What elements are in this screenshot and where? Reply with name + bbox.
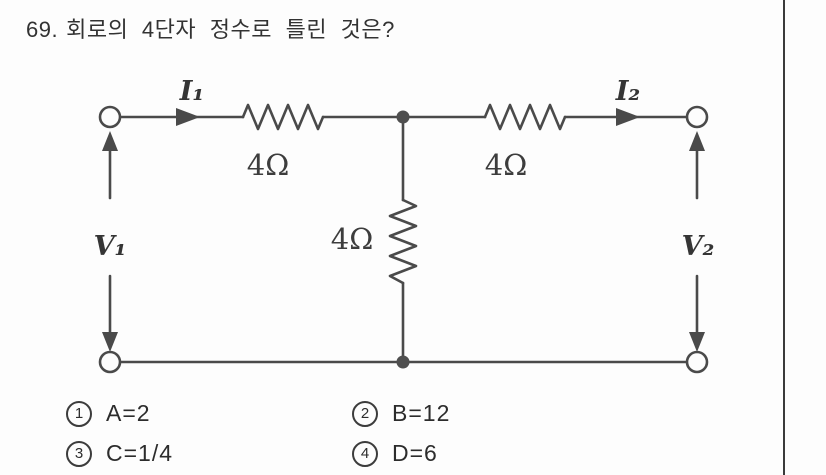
question-number: 69. xyxy=(26,17,59,42)
choice-3-label: C=1/4 xyxy=(106,440,174,466)
choice-2[interactable]: 2 B=12 xyxy=(352,400,450,427)
resistor-series-left xyxy=(241,103,325,131)
choice-1-number: 1 xyxy=(66,400,92,427)
v2-arrowhead-up xyxy=(689,131,705,151)
terminal-bottom-left xyxy=(98,350,122,374)
current-arrow-i1 xyxy=(176,108,200,126)
label-i1: I₁ xyxy=(179,76,204,107)
terminal-top-left xyxy=(98,105,122,129)
label-resistor-shunt: 4Ω xyxy=(331,222,374,256)
v2-arrowhead-down xyxy=(689,332,705,352)
column-divider xyxy=(783,0,785,475)
choice-2-label: B=12 xyxy=(392,400,451,426)
terminal-top-right xyxy=(685,105,709,129)
label-i2: I₂ xyxy=(615,76,640,107)
circuit-diagram: I₁ I₂ V₁ V₂ 4Ω 4Ω 4Ω xyxy=(55,55,745,385)
label-v1: V₁ xyxy=(94,231,127,262)
label-v2: V₂ xyxy=(682,231,715,262)
node-bottom xyxy=(396,355,410,369)
question-body: 회로의 4단자 정수로 틀린 것은? xyxy=(66,17,395,42)
resistor-shunt xyxy=(388,198,418,285)
terminal-bottom-right xyxy=(685,350,709,374)
v1-arrowhead-up xyxy=(102,131,118,151)
choice-4-label: D=6 xyxy=(392,440,438,466)
current-arrow-i2 xyxy=(616,108,640,126)
choice-1-label: A=2 xyxy=(106,400,151,426)
question-text: 69. 회로의 4단자 정수로 틀린 것은? xyxy=(26,12,395,44)
choice-2-number: 2 xyxy=(352,400,378,427)
choice-4[interactable]: 4 D=6 xyxy=(352,440,438,467)
resistor-series-right xyxy=(483,103,567,131)
choice-4-number: 4 xyxy=(352,440,378,467)
node-top xyxy=(396,110,410,124)
circuit-svg: I₁ I₂ V₁ V₂ 4Ω 4Ω 4Ω xyxy=(94,76,715,374)
v1-arrowhead-down xyxy=(102,332,118,352)
choice-1[interactable]: 1 A=2 xyxy=(66,400,151,427)
label-resistor-left: 4Ω xyxy=(247,148,290,182)
choice-3-number: 3 xyxy=(66,440,92,467)
label-resistor-right: 4Ω xyxy=(485,148,528,182)
choice-3[interactable]: 3 C=1/4 xyxy=(66,440,173,467)
